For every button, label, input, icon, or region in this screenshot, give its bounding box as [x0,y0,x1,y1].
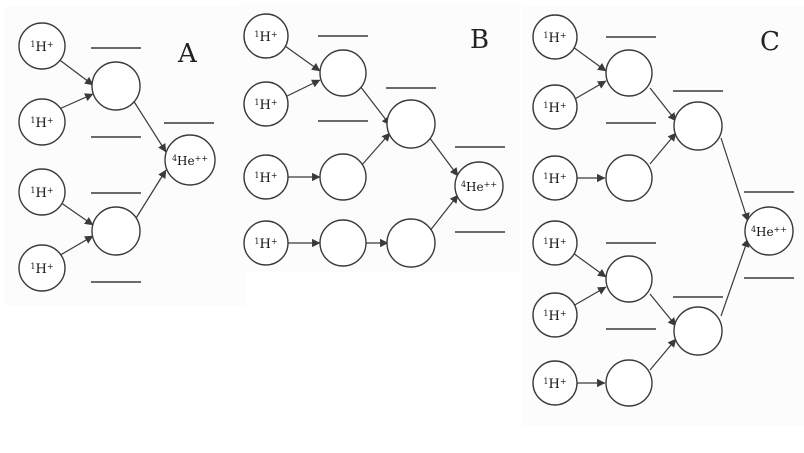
panel-c: C 1H+ 1H+ 1H+ 1H+ 1H+ 1 [532,14,794,407]
panel-a-letter: A [177,39,198,69]
intermediate-node [673,306,723,356]
reaction-arrow [284,45,321,72]
reaction-arrow [284,79,321,98]
proton-label: 1H+ [30,116,53,132]
panel-b-background [241,4,520,272]
reaction-arrow [572,80,607,101]
reaction-arrow [720,137,750,222]
intermediate-node [386,99,436,149]
proton-node [532,14,578,60]
panel-c-letter: C [760,27,780,57]
reaction-arrow [428,194,459,233]
panel-b: B 1H+ 1H+ 1H+ 1H+ 4He++ [243,13,505,268]
proton-label: 1H+ [254,171,277,187]
reaction-arrow [132,99,167,153]
helium-node [164,134,216,186]
proton-label: 1H+ [254,30,277,46]
reaction-arrow [572,46,607,72]
proton-node [18,98,66,146]
intermediate-node [319,49,367,97]
intermediate-node [673,101,723,151]
helium-node [744,206,794,256]
intermediate-node [605,255,653,303]
proton-node [18,168,66,216]
intermediate-node [605,154,653,202]
reaction-arrow [649,338,677,371]
reaction-arrow [56,235,94,258]
proton-node [243,154,289,200]
reaction-arrow [649,87,677,122]
reaction-arrow [428,136,459,177]
proton-label: 1H+ [543,237,566,253]
proton-label: 1H+ [254,98,277,114]
helium-label: 4He++ [461,180,497,195]
proton-node [532,84,578,130]
proton-label: 1H+ [543,31,566,47]
proton-label: 1H+ [543,377,566,393]
intermediate-node [319,219,367,267]
reaction-arrow [360,132,391,167]
helium-label: 4He++ [172,154,208,169]
proton-node [532,360,578,406]
proton-node [243,220,289,266]
proton-label: 1H+ [30,186,53,202]
proton-label: 1H+ [30,40,53,56]
panel-a: A 1H+ 1H+ 1H+ 1H+ 4He++ [18,22,216,292]
proton-node [532,155,578,201]
reaction-arrow [56,199,94,226]
intermediate-node [386,218,436,268]
proton-label: 1H+ [30,262,53,278]
reaction-arrow [572,286,607,307]
helium-node [454,161,504,211]
proton-node [532,292,578,338]
intermediate-node [605,359,653,407]
proton-node [532,220,578,266]
intermediate-node [91,61,141,111]
reaction-arrow [56,57,94,86]
intermediate-node [605,49,653,97]
reaction-arrow [572,252,607,278]
proton-label: 1H+ [543,309,566,325]
proton-node [18,244,66,292]
panel-b-letter: B [470,25,489,55]
proton-label: 1H+ [543,172,566,188]
proton-node [243,13,289,59]
reaction-arrow [132,169,167,224]
intermediate-node [91,206,141,256]
reaction-arrow [649,293,677,327]
reaction-arrow [649,132,677,165]
reaction-arrow [56,93,94,111]
proton-label: 1H+ [543,101,566,117]
helium-label: 4He++ [751,225,787,240]
reaction-arrow [359,85,391,126]
proton-label: 1H+ [254,237,277,253]
intermediate-node [319,153,367,201]
proton-node [18,22,66,70]
reaction-arrow [720,238,750,317]
proton-node [243,81,289,127]
